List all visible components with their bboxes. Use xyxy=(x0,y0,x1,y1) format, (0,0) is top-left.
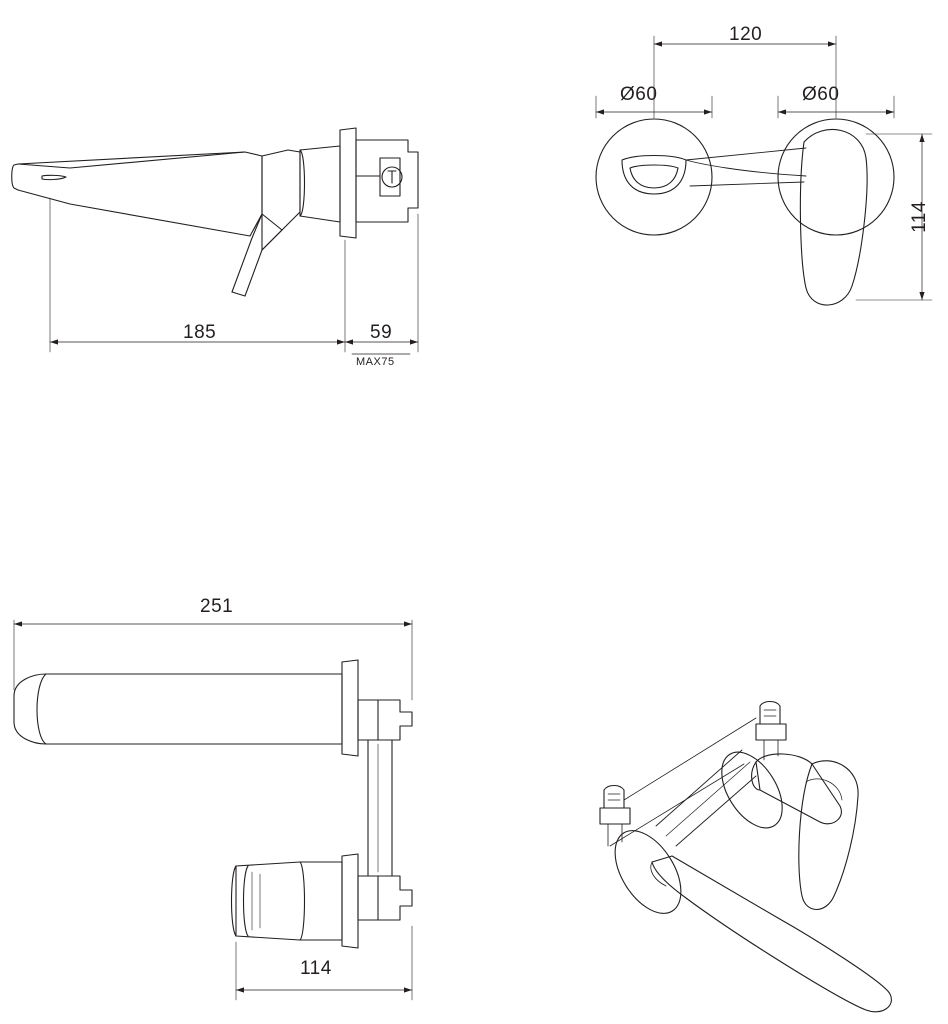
spout-front-face xyxy=(621,155,687,195)
dimension-label-59: 59 xyxy=(370,322,393,343)
bracket-bottom-base xyxy=(599,807,631,825)
dimension-label-185: 185 xyxy=(183,322,217,343)
concealed-body-upper xyxy=(357,699,413,741)
bracket-top-stem xyxy=(763,739,779,761)
mounting-rod-upper xyxy=(623,717,757,801)
arrow-dia-left-a xyxy=(596,109,604,115)
arrow-120-left xyxy=(654,41,662,47)
cartridge-body xyxy=(299,145,341,223)
concealed-body-lower xyxy=(357,875,413,921)
connector-bottom xyxy=(689,181,805,187)
escutcheon-right xyxy=(777,118,895,236)
connector-iso-top xyxy=(655,749,743,827)
connector-inner xyxy=(685,159,807,177)
spout-iso xyxy=(651,855,892,1013)
concealed-body-cross xyxy=(387,170,397,184)
handle-cylinder-cap xyxy=(231,865,237,937)
escutcheon-left xyxy=(595,118,713,236)
lever-edge xyxy=(261,213,283,231)
bracket-top-clip xyxy=(759,700,781,725)
spout-outline xyxy=(11,151,263,237)
cartridge-iso xyxy=(755,753,842,825)
arrow-114-top xyxy=(919,134,925,142)
lever-tip xyxy=(231,291,246,297)
dimension-label-120: 120 xyxy=(729,24,763,45)
arrow-59-right xyxy=(410,339,418,345)
arrow-dia-left-b xyxy=(704,109,712,115)
bracket-bottom-clip xyxy=(603,784,625,809)
lever-handle xyxy=(261,149,301,251)
bracket-top-base xyxy=(755,723,787,741)
arrow-251-left xyxy=(14,621,22,627)
arrow-114b-right xyxy=(404,987,412,993)
view-side-elevation-bottom-left xyxy=(13,619,413,1001)
escutcheon-plate-lower xyxy=(341,853,359,949)
connector-iso-mid xyxy=(665,761,751,837)
cartridge-edge xyxy=(299,149,305,217)
dimension-label-diameter-right: Ø60 xyxy=(802,84,840,105)
spout-rounded-end xyxy=(36,673,47,745)
dimension-label-251: 251 xyxy=(200,596,234,617)
dimension-note-max75: MAX75 xyxy=(356,356,395,368)
aerator-detail xyxy=(41,174,67,181)
arrow-dia-right-a xyxy=(778,109,786,115)
lever-back-edge xyxy=(231,213,263,293)
spout-iso-edge xyxy=(650,861,667,887)
bracket-bottom-ribs xyxy=(607,793,621,801)
dimension-label-diameter-left: Ø60 xyxy=(620,84,658,105)
bracket-top-ribs xyxy=(763,709,777,717)
connector-top xyxy=(685,147,807,161)
handle-cylinder-edge xyxy=(299,861,306,941)
dimension-label-114: 114 xyxy=(909,201,930,233)
dimension-label-114-lower: 114 xyxy=(300,958,332,979)
escutcheon-iso-lower xyxy=(614,830,682,914)
arrow-dia-right-b xyxy=(886,109,894,115)
cartridge-iso-edge xyxy=(751,761,761,791)
concealed-body-circle xyxy=(381,166,403,188)
handle-cylinder-cap-inner xyxy=(243,865,249,937)
mounting-rod-lower xyxy=(609,763,745,847)
arrow-114-bottom xyxy=(919,292,925,300)
spout-front-inner xyxy=(629,164,679,189)
lever-iso-highlight xyxy=(805,778,843,801)
arrow-120-right xyxy=(828,41,836,47)
view-front-elevation-top-right xyxy=(595,35,933,306)
concealed-body xyxy=(355,139,419,223)
view-side-elevation-top-left xyxy=(11,127,419,355)
lever-iso xyxy=(798,760,859,911)
spout-top-edge xyxy=(17,151,246,165)
escutcheon-plate xyxy=(339,127,357,239)
escutcheon-iso-upper xyxy=(721,751,783,829)
arrow-185-right xyxy=(337,339,345,345)
view-isometric-bottom-right xyxy=(599,700,892,1013)
connector-iso-bottom xyxy=(675,775,757,847)
spout-outline-bottom xyxy=(13,673,343,745)
arrow-185-left xyxy=(50,339,58,345)
lever-lower-edge xyxy=(244,229,283,297)
arrow-114b-left xyxy=(236,987,244,993)
escutcheon-plate-bottom xyxy=(341,659,359,757)
lever-front xyxy=(799,128,868,306)
concealed-body-port xyxy=(379,157,401,197)
arrow-251-right xyxy=(404,621,412,627)
arrow-59-left xyxy=(345,339,353,345)
